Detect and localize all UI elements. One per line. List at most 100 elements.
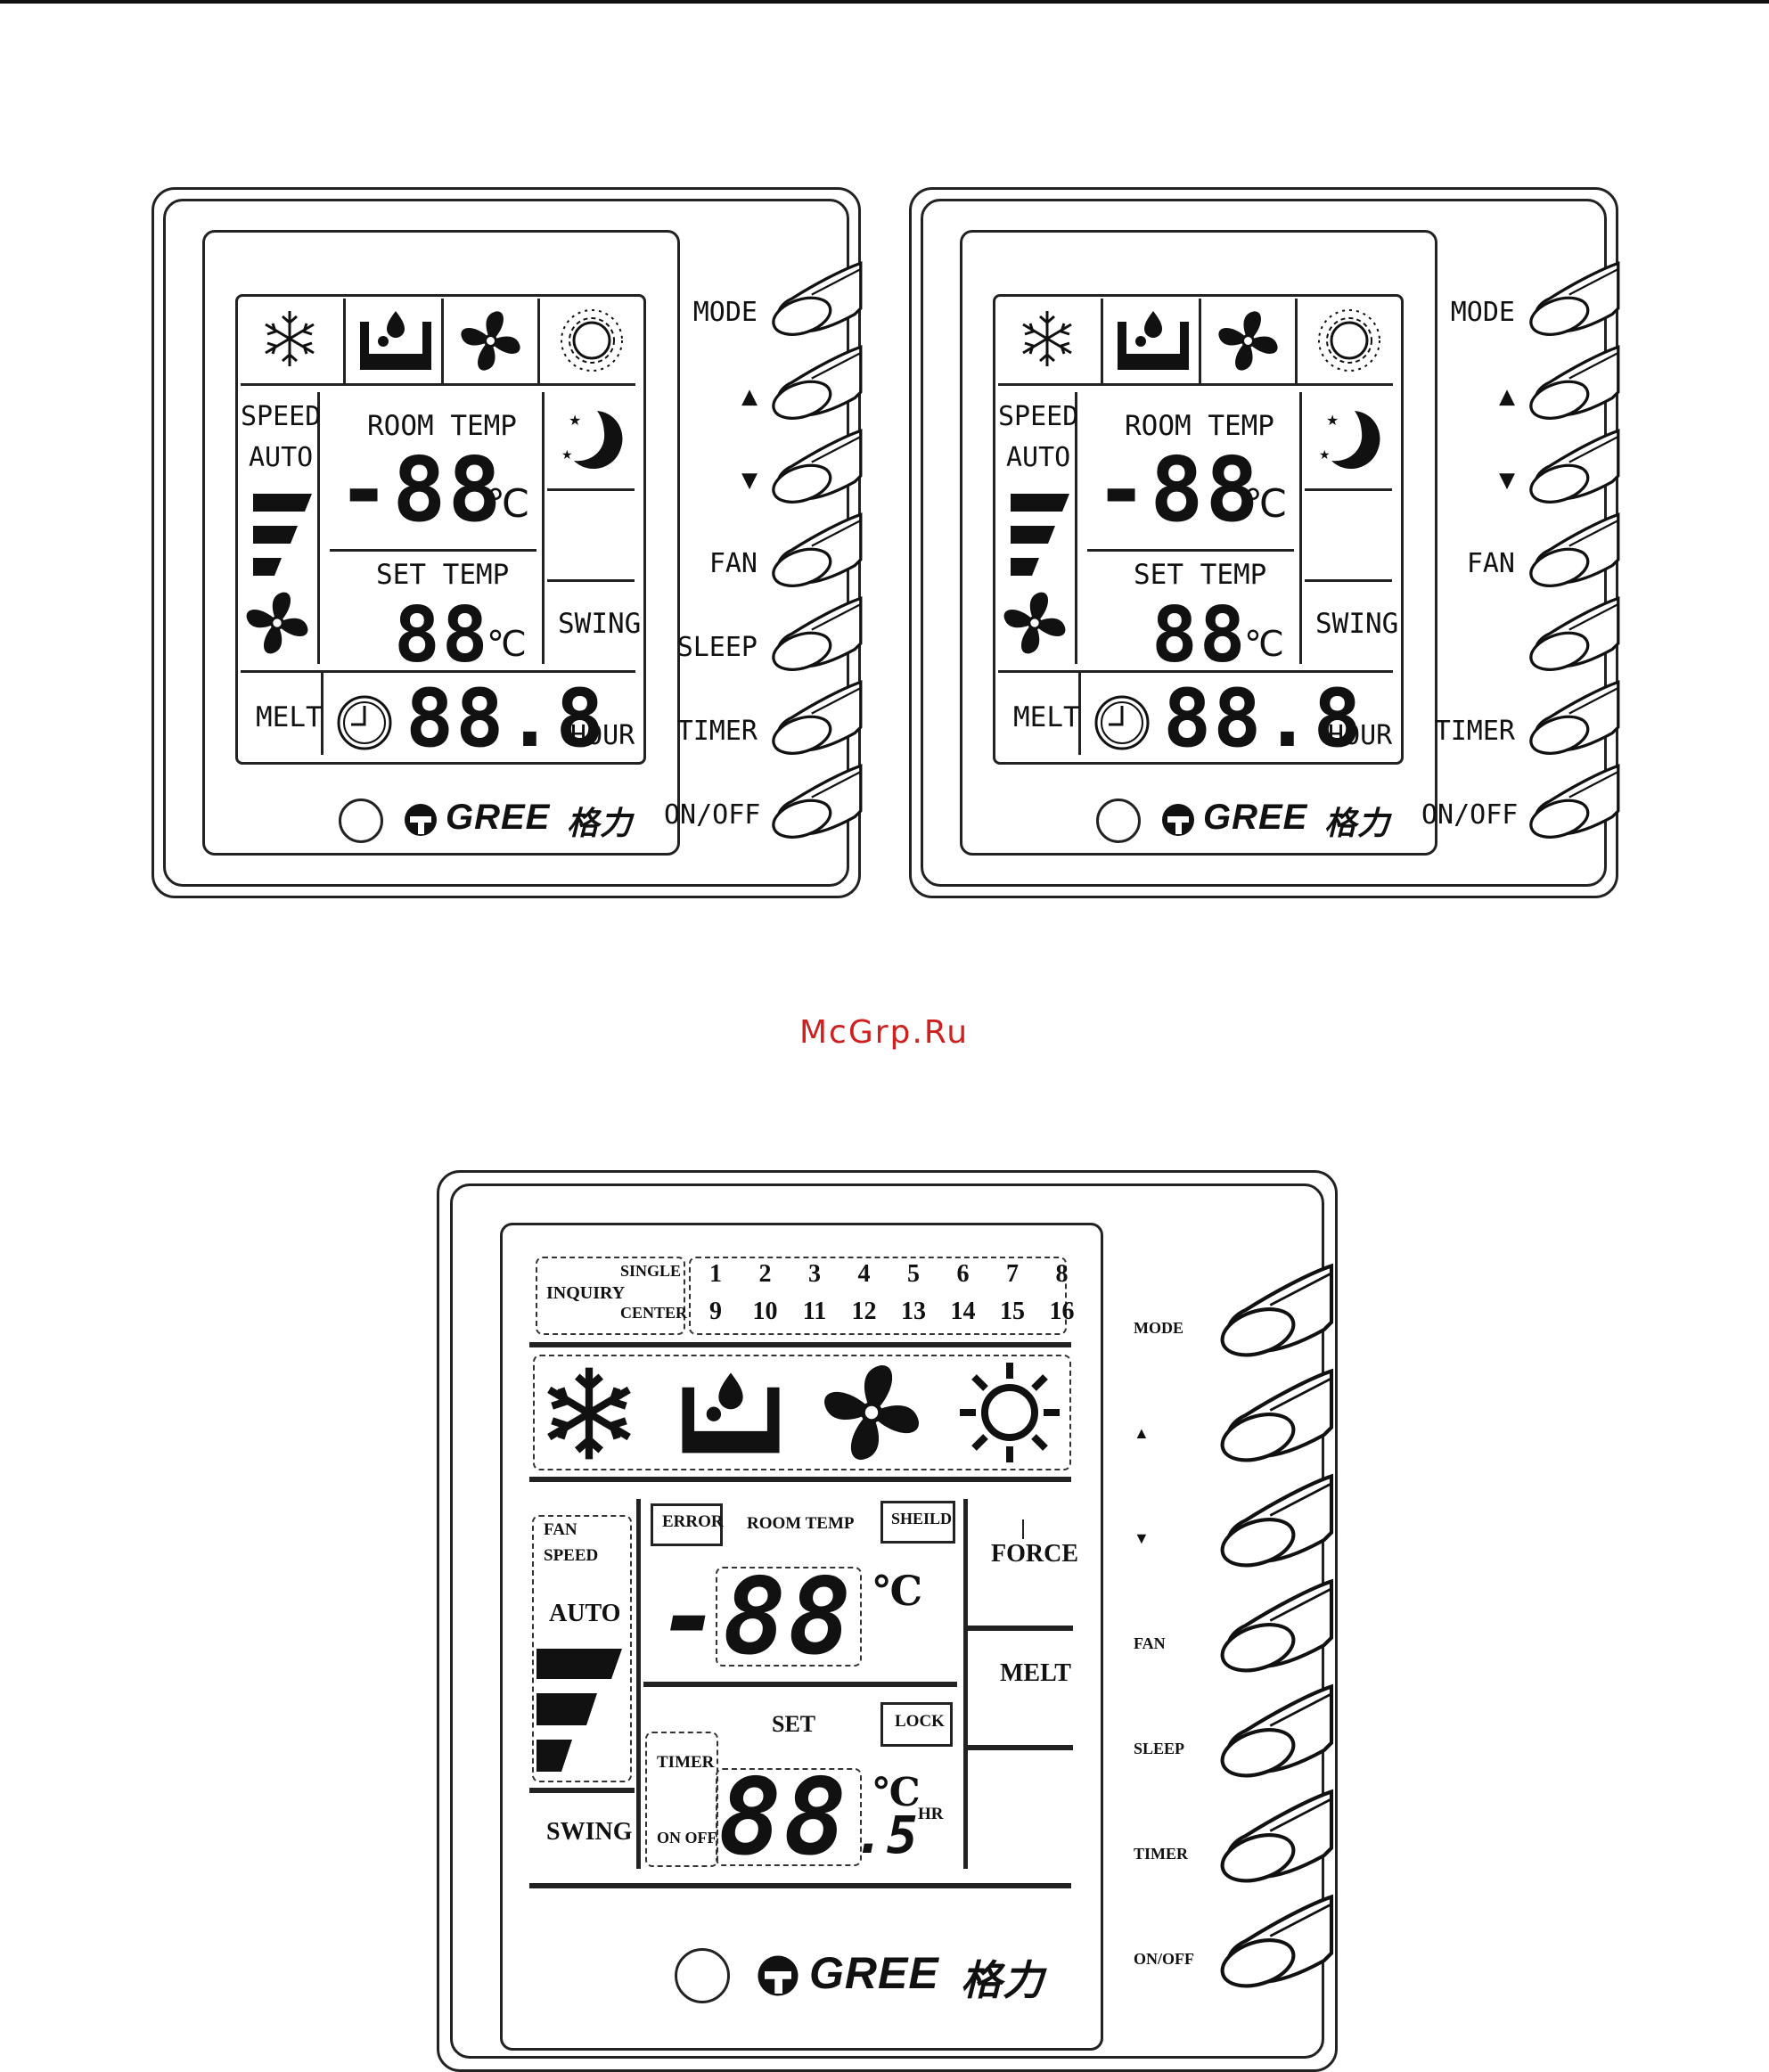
room-temp-label: ROOM TEMP xyxy=(747,1514,855,1533)
fan-speed-bars-icon xyxy=(1011,494,1069,576)
side-button-6[interactable] xyxy=(1522,762,1620,840)
mode-icons-box xyxy=(533,1355,1071,1470)
hour-label: HOUR xyxy=(1328,720,1393,751)
side-button-label: ON/OFF xyxy=(1134,1950,1194,1969)
svg-text:★: ★ xyxy=(561,448,573,463)
fan-icon xyxy=(1218,311,1278,371)
fan-speed-bars-icon xyxy=(253,494,312,576)
lcd-divider xyxy=(1075,392,1077,664)
side-button-label: MODE xyxy=(1134,1319,1183,1338)
fan-icon xyxy=(824,1365,919,1460)
lcd-divider xyxy=(542,392,545,664)
set-temp-value: 88 xyxy=(394,591,490,680)
set-label: SET xyxy=(772,1711,816,1737)
swing-label: SWING xyxy=(1315,608,1399,640)
side-button-1[interactable] xyxy=(1522,343,1620,422)
inquiry-box xyxy=(536,1257,685,1335)
controller-b-lcd xyxy=(993,294,1404,765)
fan-speed-bars-icon xyxy=(536,1649,622,1772)
snowflake-icon xyxy=(547,1367,631,1460)
controller-c-outer-frame xyxy=(437,1170,1338,2072)
auto-label: AUTO xyxy=(1006,442,1071,473)
side-button-label: ▼ xyxy=(1498,463,1515,495)
room-temp-unit: ℃ xyxy=(873,1568,923,1614)
gree-logo-cjk: 格力 xyxy=(567,805,634,841)
side-button-0[interactable] xyxy=(1522,259,1620,338)
fan-icon xyxy=(1003,592,1066,654)
side-button-6[interactable] xyxy=(765,762,863,840)
side-button-6[interactable] xyxy=(1210,1892,1335,1990)
unit-number: 10 xyxy=(752,1298,778,1325)
dehumidify-icon xyxy=(682,1372,780,1454)
on-off-label: ON OFF xyxy=(657,1829,717,1847)
sun-icon xyxy=(960,1363,1060,1462)
svg-text:★: ★ xyxy=(1326,412,1339,429)
shield-badge xyxy=(880,1501,955,1544)
side-button-0[interactable] xyxy=(765,259,863,338)
lcd-divider xyxy=(998,383,1393,386)
side-button-2[interactable] xyxy=(1210,1471,1335,1569)
side-button-3[interactable] xyxy=(1210,1577,1335,1675)
lcd-divider xyxy=(547,488,635,491)
lcd-divider xyxy=(1295,299,1298,383)
side-button-label: MODE xyxy=(1450,296,1515,328)
side-button-2[interactable] xyxy=(765,427,863,505)
side-button-4[interactable] xyxy=(1210,1682,1335,1780)
side-button-4[interactable] xyxy=(765,594,863,673)
lcd-divider xyxy=(241,383,635,386)
room-temp-unit: ℃ xyxy=(486,481,530,527)
side-button-1[interactable] xyxy=(765,343,863,422)
side-button-label: FAN xyxy=(1466,547,1515,579)
fan-speed-box xyxy=(532,1515,632,1782)
side-button-3[interactable] xyxy=(1522,511,1620,589)
auto-label: AUTO xyxy=(549,1600,621,1627)
gree-logo-cjk: 格力 xyxy=(961,1957,1044,2003)
side-button-2[interactable] xyxy=(1522,427,1620,505)
set-temp-value: 88 xyxy=(718,1756,849,1879)
side-button-0[interactable] xyxy=(1210,1261,1335,1359)
side-button-label: ▲ xyxy=(1498,380,1515,412)
lcd-divider xyxy=(529,1788,635,1793)
side-button-label: MODE xyxy=(692,296,758,328)
swing-label: SWING xyxy=(558,608,642,640)
lcd-divider xyxy=(529,1342,1071,1347)
moon-icon: ★ ★ xyxy=(1319,411,1380,470)
set-temp-label: SET TEMP xyxy=(376,559,510,591)
side-button-1[interactable] xyxy=(1210,1366,1335,1464)
force-label: FORCE xyxy=(991,1540,1078,1568)
set-temp-unit: ℃ xyxy=(1244,624,1284,665)
set-temp-decimal: .5 xyxy=(854,1805,920,1865)
error-badge xyxy=(651,1503,723,1546)
indicator-light xyxy=(339,798,383,843)
side-button-4[interactable] xyxy=(1522,594,1620,673)
auto-label: AUTO xyxy=(249,442,314,473)
unit-number: 14 xyxy=(950,1298,976,1325)
lcd-divider xyxy=(1087,549,1294,552)
lcd-divider xyxy=(330,549,536,552)
side-button-label: FAN xyxy=(1134,1634,1166,1653)
room-temp-label: ROOM TEMP xyxy=(1125,410,1274,442)
unit-number: 8 xyxy=(1055,1260,1069,1288)
room-temp-value: -88 xyxy=(1094,438,1261,542)
speed-label: SPEED xyxy=(544,1546,599,1565)
side-button-5[interactable] xyxy=(765,678,863,757)
unit-number: 5 xyxy=(907,1260,920,1288)
lcd-divider xyxy=(998,670,1393,673)
side-button-label: ▼ xyxy=(1134,1529,1150,1548)
sun-icon xyxy=(1318,309,1380,372)
lcd-divider xyxy=(441,299,444,383)
side-button-5[interactable] xyxy=(1522,678,1620,757)
side-button-5[interactable] xyxy=(1210,1787,1335,1885)
side-button-label: ON/OFF xyxy=(664,798,761,831)
sun-icon xyxy=(561,309,623,372)
hr-label: HR xyxy=(918,1805,944,1823)
error-label: ERROR xyxy=(662,1512,724,1531)
indicator-light xyxy=(675,1948,730,2003)
lock-badge xyxy=(880,1702,953,1747)
lcd-divider xyxy=(968,1745,1073,1750)
lcd-divider xyxy=(537,299,540,383)
lcd-divider xyxy=(1101,299,1103,383)
timer-box xyxy=(645,1732,718,1867)
lcd-divider xyxy=(241,670,635,673)
side-button-3[interactable] xyxy=(765,511,863,589)
